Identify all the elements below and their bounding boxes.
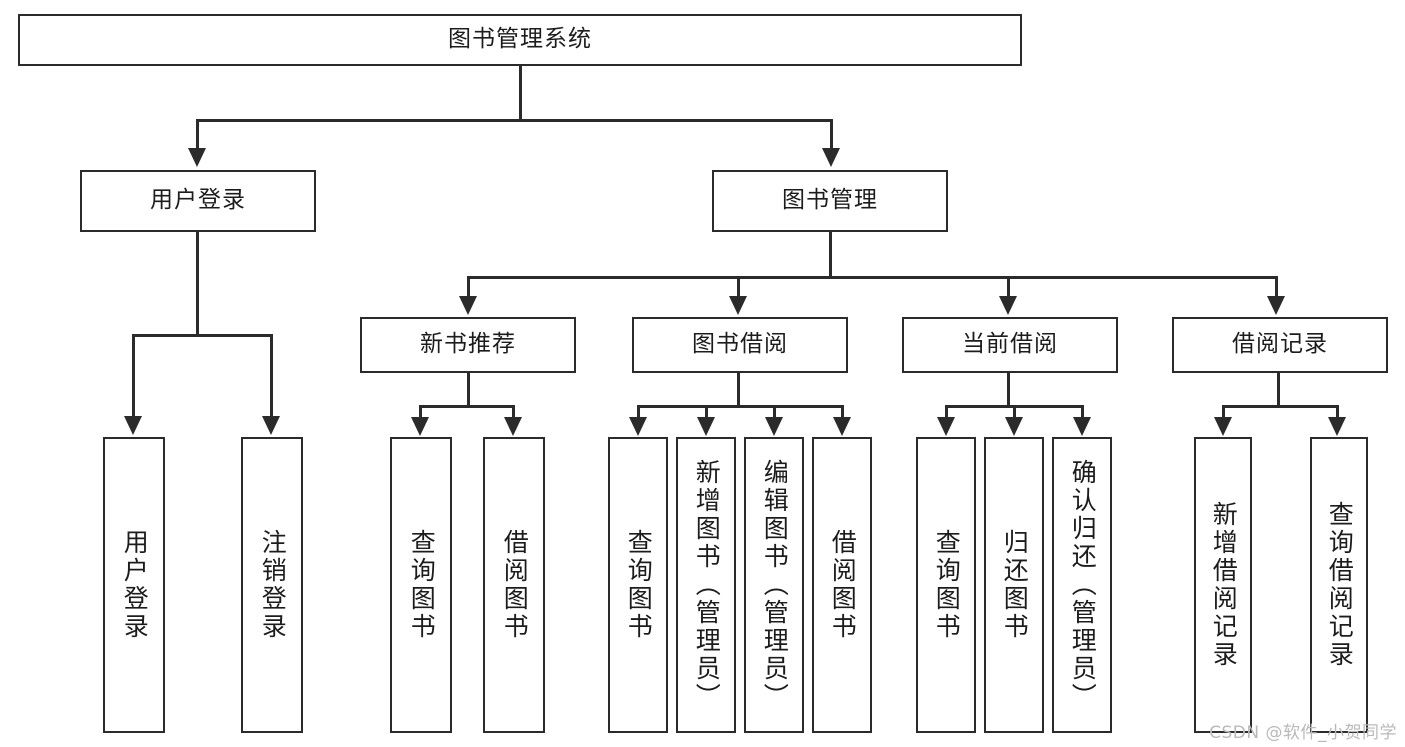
- edge-bb-drop-3: [773, 405, 776, 419]
- node-user-login-label: 用户登录: [150, 187, 246, 214]
- node-leaf-query-book-3[interactable]: 查询图书: [916, 437, 976, 733]
- node-borrow-record[interactable]: 借阅记录: [1172, 317, 1388, 373]
- node-leaf-borrow-book-1-label: 借阅图书: [500, 529, 530, 641]
- arrowhead-book-borrow: [729, 296, 747, 315]
- node-leaf-query-book-2[interactable]: 查询图书: [608, 437, 668, 733]
- node-root[interactable]: 图书管理系统: [18, 14, 1022, 66]
- arrowhead-borrow-record: [1267, 296, 1285, 315]
- edge-root-stem: [519, 66, 522, 120]
- node-leaf-add-record-label: 新增借阅记录: [1209, 501, 1239, 669]
- node-leaf-query-book-2-label: 查询图书: [624, 529, 654, 641]
- node-leaf-logout[interactable]: 注销登录: [241, 437, 303, 733]
- node-leaf-confirm-return[interactable]: 确认归还（管理员）: [1052, 437, 1112, 733]
- node-new-book-recommend-label: 新书推荐: [420, 331, 516, 358]
- node-new-book-recommend[interactable]: 新书推荐: [360, 317, 576, 373]
- arrowhead-leaf-user-login: [124, 416, 142, 435]
- node-leaf-edit-book[interactable]: 编辑图书（管理员）: [744, 437, 804, 733]
- edge-user-login-drop-1: [132, 334, 135, 418]
- arrowhead-leaf-confirm-return: [1073, 417, 1091, 436]
- node-leaf-add-record[interactable]: 新增借阅记录: [1194, 437, 1252, 733]
- node-current-borrow[interactable]: 当前借阅: [902, 317, 1118, 373]
- edge-user-login-stem: [196, 232, 199, 336]
- edge-nbr-drop-2: [512, 405, 515, 419]
- node-leaf-add-book[interactable]: 新增图书（管理员）: [676, 437, 736, 733]
- arrowhead-leaf-borrow-book-2: [833, 417, 851, 436]
- node-leaf-borrow-book-2[interactable]: 借阅图书: [812, 437, 872, 733]
- node-leaf-return-book-label: 归还图书: [1000, 529, 1030, 641]
- edge-book-manage-drop-2: [737, 276, 740, 298]
- arrowhead-current-borrow: [999, 296, 1017, 315]
- edge-book-manage-stem: [829, 232, 832, 278]
- edge-new-book-recommend-stem: [467, 373, 470, 407]
- arrowhead-leaf-edit-book: [765, 417, 783, 436]
- node-leaf-query-book-3-label: 查询图书: [932, 529, 962, 641]
- arrowhead-leaf-query-book-2: [629, 417, 647, 436]
- node-leaf-edit-book-label: 编辑图书（管理员）: [760, 459, 790, 711]
- edge-book-manage-drop-4: [1275, 276, 1278, 298]
- edge-book-borrow-bus: [637, 405, 844, 408]
- edge-cb-drop-3: [1081, 405, 1084, 419]
- edge-root-to-user-login: [196, 119, 199, 151]
- edge-new-book-recommend-bus: [419, 405, 515, 408]
- arrowhead-leaf-add-record: [1214, 417, 1232, 436]
- arrowhead-book-manage: [822, 148, 840, 167]
- node-leaf-logout-label: 注销登录: [258, 529, 288, 641]
- edge-br-drop-2: [1336, 405, 1339, 419]
- edge-cb-drop-2: [1013, 405, 1016, 419]
- node-book-borrow-label: 图书借阅: [692, 331, 788, 358]
- node-book-manage-label: 图书管理: [782, 187, 878, 214]
- edge-nbr-drop-1: [419, 405, 422, 419]
- node-borrow-record-label: 借阅记录: [1232, 331, 1328, 358]
- node-leaf-return-book[interactable]: 归还图书: [984, 437, 1044, 733]
- arrowhead-user-login: [188, 148, 206, 167]
- node-current-borrow-label: 当前借阅: [962, 331, 1058, 358]
- edge-root-to-book-manage: [830, 119, 833, 151]
- arrowhead-new-book-recommend: [459, 296, 477, 315]
- node-book-manage[interactable]: 图书管理: [712, 170, 948, 232]
- arrowhead-leaf-borrow-book-1: [504, 417, 522, 436]
- edge-borrow-record-stem: [1277, 373, 1280, 407]
- edge-br-drop-1: [1222, 405, 1225, 419]
- edge-borrow-record-bus: [1222, 405, 1339, 408]
- node-leaf-query-book-1-label: 查询图书: [407, 529, 437, 641]
- edge-current-borrow-stem: [1007, 373, 1010, 407]
- arrowhead-leaf-query-book-1: [411, 417, 429, 436]
- node-leaf-user-login-label: 用户登录: [120, 529, 150, 641]
- edge-bb-drop-4: [841, 405, 844, 419]
- node-user-login[interactable]: 用户登录: [80, 170, 316, 232]
- arrowhead-leaf-query-book-3: [937, 417, 955, 436]
- node-leaf-query-record[interactable]: 查询借阅记录: [1310, 437, 1368, 733]
- edge-user-login-bus: [132, 334, 272, 337]
- node-book-borrow[interactable]: 图书借阅: [632, 317, 848, 373]
- arrowhead-leaf-return-book: [1005, 417, 1023, 436]
- watermark-text: CSDN @软件_小贺同学: [1209, 723, 1397, 743]
- edge-bb-drop-2: [705, 405, 708, 419]
- node-leaf-add-book-label: 新增图书（管理员）: [692, 459, 722, 711]
- node-leaf-query-book-1[interactable]: 查询图书: [390, 437, 452, 733]
- edge-root-bus: [196, 119, 833, 122]
- edge-book-manage-drop-3: [1007, 276, 1010, 298]
- edge-book-borrow-stem: [737, 373, 740, 407]
- node-leaf-confirm-return-label: 确认归还（管理员）: [1068, 459, 1098, 711]
- arrowhead-leaf-logout: [262, 416, 280, 435]
- arrowhead-leaf-query-record: [1328, 417, 1346, 436]
- edge-book-manage-bus: [467, 276, 1278, 279]
- node-leaf-borrow-book-1[interactable]: 借阅图书: [483, 437, 545, 733]
- node-leaf-user-login[interactable]: 用户登录: [103, 437, 165, 733]
- node-root-label: 图书管理系统: [448, 26, 592, 53]
- node-leaf-query-record-label: 查询借阅记录: [1325, 501, 1355, 669]
- edge-book-manage-drop-1: [467, 276, 470, 298]
- node-leaf-borrow-book-2-label: 借阅图书: [828, 529, 858, 641]
- arrowhead-leaf-add-book: [697, 417, 715, 436]
- edge-bb-drop-1: [637, 405, 640, 419]
- edge-user-login-drop-2: [270, 334, 273, 418]
- edge-cb-drop-1: [945, 405, 948, 419]
